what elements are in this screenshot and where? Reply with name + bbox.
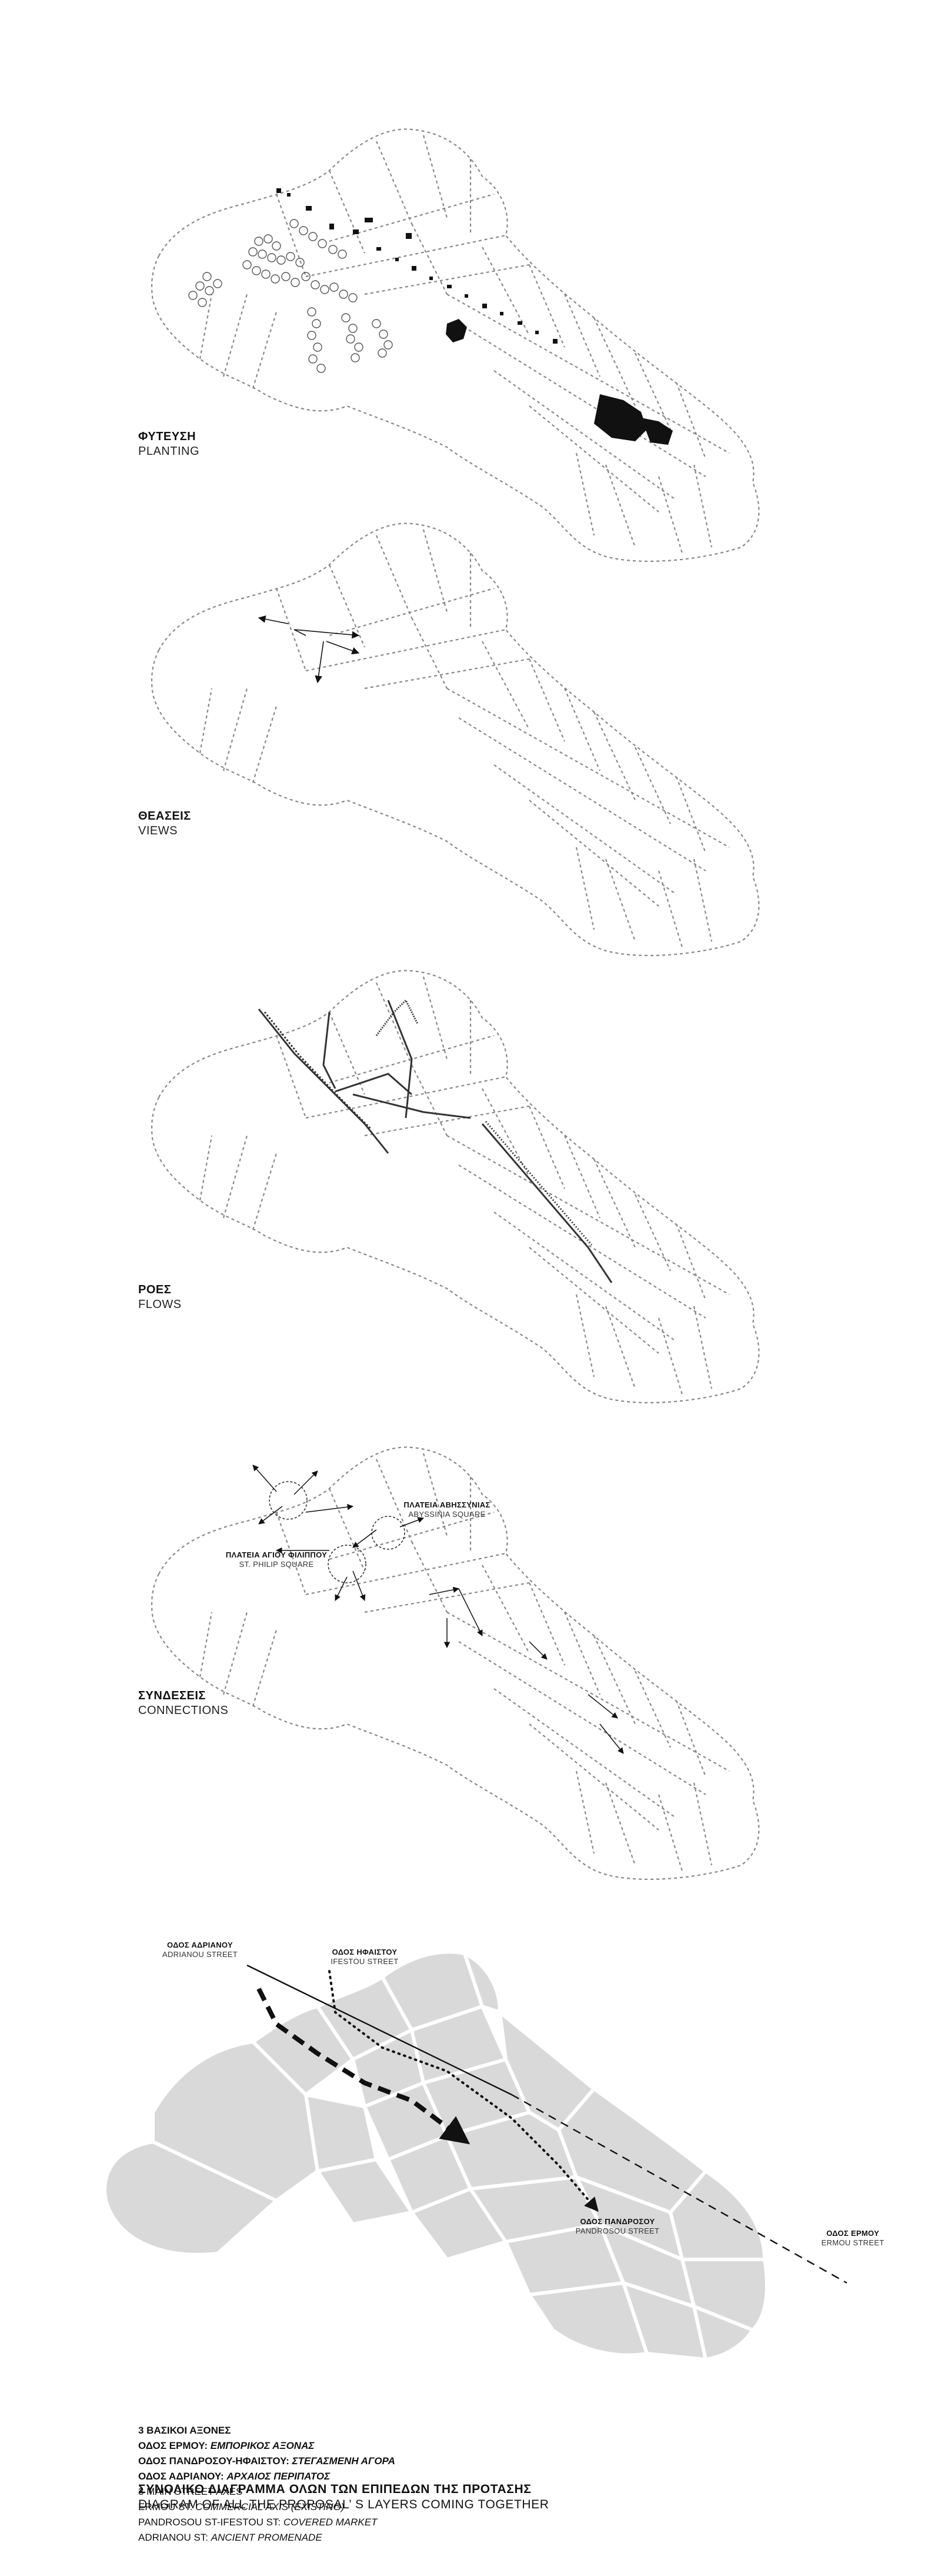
district-map: [151, 970, 760, 1404]
flows-map: [151, 970, 760, 1404]
planting-title-gr: ΦΥΤΕΥΣΗ: [138, 430, 196, 443]
legend-title-gr: 3 ΒΑΣΙΚΟΙ ΑΞΟΝΕΣ: [138, 2425, 231, 2436]
legend-pandrosou-en: PANDROSOU ST-IFESTOU ST:: [138, 2517, 283, 2528]
views-title-en: VIEWS: [138, 824, 178, 837]
legend-ermou-gr-desc: ΕΜΠΟΡΙΚΟΣ ΑΞΟΝΑΣ: [210, 2440, 315, 2451]
legend-adrianou-gr: ΟΔΟΣ ΑΔΡΙΑΝΟΥ:: [138, 2471, 227, 2482]
ermou-axis-extension: [511, 2094, 847, 2284]
axes: [246, 1964, 847, 2284]
pandrosou-ifestou-axis: [328, 1970, 599, 2212]
abyssinia-square-tag: ΠΛΑΤΕΙΑ ΑΒΗΣΣΥΝΙΑΣ ABYSSINIA SQUARE: [365, 1500, 529, 1520]
district-map: [151, 522, 760, 957]
view-arrows: [258, 615, 360, 684]
footer-title-gr: ΣΥΝΟΛΙΚΟ ΔΙΑΓΡΑΜΜΑ ΟΛΩΝ ΤΩΝ ΕΠΙΠΕΔΩΝ ΤΗΣ…: [138, 2482, 532, 2496]
legend-adrianou-en: ADRIANOU ST:: [138, 2532, 211, 2543]
planting-title-en: PLANTING: [138, 445, 200, 458]
synthesis-panel: ΟΔΟΣ ΑΔΡΙΑΝΟΥ ADRIANOU STREET ΟΔΟΣ ΗΦΑΙΣ…: [0, 1895, 941, 2424]
tree-clusters: [188, 219, 393, 373]
adrianou-axis: [256, 1988, 470, 2145]
district-map: [151, 128, 760, 563]
ifestou-street-en: IFESTOU STREET: [331, 1957, 399, 1966]
legend-title-en: 3 MAIN STREET AXES: [138, 2486, 243, 2497]
planting-map: [151, 128, 760, 563]
pandrosou-street-tag: ΟΔΟΣ ΠΑΝΔΡΟΣΟΥ PANDROSOU STREET: [565, 2217, 670, 2236]
synthesis-map: [103, 1950, 847, 2362]
ifestou-street-tag: ΟΔΟΣ ΗΦΑΙΣΤΟΥ IFESTOU STREET: [318, 1948, 412, 1967]
legend-pandrosou-en-desc: COVERED MARKET: [283, 2517, 378, 2528]
pandrosou-street-en: PANDROSOU STREET: [575, 2226, 660, 2236]
flows-panel: ΡΟΕΣ FLOWS: [0, 941, 941, 1424]
legend-ermou-en-desc: COMMERCIAL AXIS (EXISTING): [195, 2501, 345, 2512]
planting-panel: ΦΥΤΕΥΣΗ PLANTING: [0, 100, 941, 583]
planting-spots: [276, 188, 673, 445]
abyssinia-square-en: ABYSSINIA SQUARE: [408, 1510, 486, 1519]
flow-lines: [258, 999, 613, 1283]
ermou-street-gr: ΟΔΟΣ ΕΡΜΟΥ: [826, 2229, 879, 2238]
district-map: [151, 1446, 760, 1881]
square-circles: [269, 1481, 405, 1583]
gray-blocks: [103, 1950, 769, 2362]
legend-ermou-en: ERMOU ST:: [138, 2501, 196, 2512]
ermou-street-tag: ΟΔΟΣ ΕΡΜΟΥ ERMOU STREET: [812, 2229, 894, 2248]
footer-caption: ΣΥΝΟΛΙΚΟ ΔΙΑΓΡΑΜΜΑ ΟΛΩΝ ΤΩΝ ΕΠΙΠΕΔΩΝ ΤΗΣ…: [138, 2482, 549, 2512]
connections-panel: ΠΛΑΤΕΙΑ ΑΒΗΣΣΥΝΙΑΣ ABYSSINIA SQUARE ΠΛΑΤ…: [0, 1418, 941, 1901]
views-map: [151, 522, 760, 957]
connections-title-en: CONNECTIONS: [138, 1704, 229, 1717]
abyssinia-square-gr: ΠΛΑΤΕΙΑ ΑΒΗΣΣΥΝΙΑΣ: [403, 1500, 490, 1509]
connections-map: [151, 1446, 760, 1881]
axes-legend: 3 ΒΑΣΙΚΟΙ ΑΞΟΝΕΣ ΟΔΟΣ ΕΡΜΟΥ: ΕΜΠΟΡΙΚΟΣ Α…: [138, 2423, 395, 2545]
views-panel: ΘΕΑΣΕΙΣ VIEWS: [0, 494, 941, 977]
ermou-axis: [246, 1964, 512, 2096]
connections-title-gr: ΣΥΝΔΕΣΕΙΣ: [138, 1689, 206, 1702]
legend-adrianou-gr-desc: ΑΡΧΑΙΟΣ ΠΕΡΙΠΑΤΟΣ: [226, 2471, 331, 2482]
legend-ermou-gr: ΟΔΟΣ ΕΡΜΟΥ:: [138, 2440, 211, 2451]
legend-pandrosou-gr: ΟΔΟΣ ΠΑΝΔΡΟΣΟΥ-ΗΦΑΙΣΤΟΥ:: [138, 2455, 292, 2467]
flows-title-en: FLOWS: [138, 1298, 182, 1311]
ifestou-street-gr: ΟΔΟΣ ΗΦΑΙΣΤΟΥ: [332, 1948, 398, 1956]
ermou-street-en: ERMOU STREET: [821, 2238, 885, 2248]
adrianou-street-gr: ΟΔΟΣ ΑΔΡΙΑΝΟΥ: [167, 1941, 233, 1949]
st-philip-square-gr: ΠΛΑΤΕΙΑ ΑΓΙΟΥ ΦΙΛΙΠΠΟΥ: [225, 1550, 328, 1559]
adrianou-street-tag: ΟΔΟΣ ΑΔΡΙΑΝΟΥ ADRIANOU STREET: [153, 1941, 247, 1960]
footer-title-en: DIAGRAM OF ALL THE PROPOSAL’ S LAYERS CO…: [138, 2498, 549, 2511]
legend-adrianou-en-desc: ANCIENT PROMENADE: [211, 2532, 322, 2543]
pandrosou-street-gr: ΟΔΟΣ ΠΑΝΔΡΟΣΟΥ: [580, 2217, 655, 2226]
legend-pandrosou-gr-desc: ΣΤΕΓΑΣΜΕΝΗ ΑΓΟΡΑ: [292, 2455, 395, 2467]
flows-title-gr: ΡΟΕΣ: [138, 1283, 172, 1296]
st-philip-square-en: ST. PHILIP SQUARE: [239, 1560, 314, 1569]
adrianou-street-en: ADRIANOU STREET: [162, 1950, 238, 1959]
connection-arrows: [252, 1465, 624, 1754]
views-title-gr: ΘΕΑΣΕΙΣ: [138, 810, 191, 823]
st-philip-square-tag: ΠΛΑΤΕΙΑ ΑΓΙΟΥ ΦΙΛΙΠΠΟΥ ST. PHILIP SQUARE: [200, 1550, 353, 1570]
